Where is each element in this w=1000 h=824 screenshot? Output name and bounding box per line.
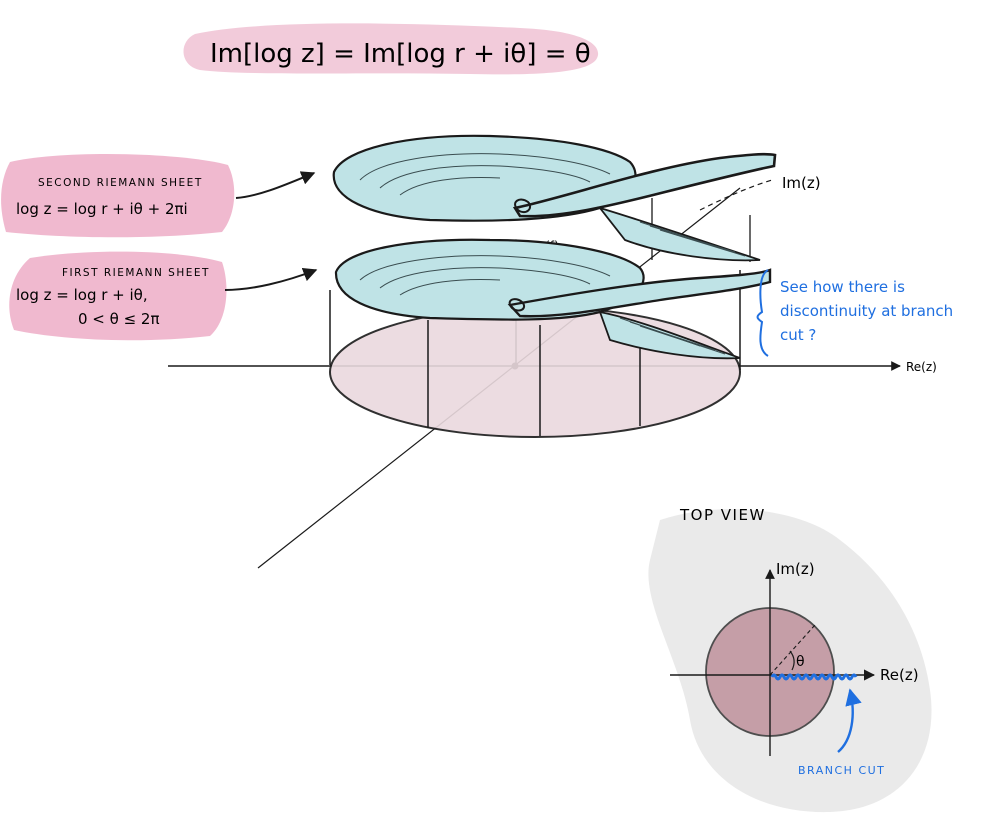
title-equation: Im[log z] = Im[log r + iθ] = θ — [210, 39, 591, 69]
im-z-axis-dashed — [699, 179, 773, 211]
first-sheet-contours — [359, 255, 726, 355]
title-highlight — [183, 23, 599, 75]
first-sheet-label: FIRST RIEMANN SHEET — [62, 267, 210, 279]
branch-cut-label: BRANCH CUT — [798, 764, 885, 777]
branch-cut-line — [770, 673, 858, 681]
top-view-re-label: Re(z) — [880, 666, 919, 684]
first-sheet-highlight — [9, 251, 227, 341]
top-view-theta: θ — [796, 654, 805, 670]
top-view-radius — [769, 624, 816, 676]
base-ellipse — [329, 306, 741, 438]
first-sheet-range: 0 < θ ≤ 2π — [78, 310, 160, 328]
second-sheet-arrow — [235, 171, 316, 199]
im-z-axis-label: Im(z) — [782, 174, 821, 192]
discontinuity-note: See how there is discontinuity at branch… — [756, 269, 953, 357]
title-group: Im[log z] = Im[log r + iθ] = θ — [183, 23, 599, 75]
note-line-2: discontinuity at branch — [780, 302, 953, 320]
note-line-1: See how there is — [780, 278, 905, 296]
second-sheet-contours — [359, 153, 746, 257]
second-sheet-label: SECOND RIEMANN SHEET — [38, 177, 203, 189]
top-view-im-label: Im(z) — [776, 560, 815, 578]
first-sheet-label-group: FIRST RIEMANN SHEET log z = log r + iθ, … — [9, 251, 227, 341]
second-sheet-underside — [597, 206, 761, 262]
first-sheet-spiral-center — [508, 298, 526, 312]
re-z-axis-label: Re(z) — [906, 360, 937, 374]
second-riemann-sheet — [332, 134, 777, 262]
first-sheet-formula: log z = log r + iθ, — [16, 286, 148, 304]
second-sheet-label-group: SECOND RIEMANN SHEET log z = log r + iθ … — [1, 154, 235, 238]
note-bracket — [756, 269, 769, 357]
second-sheet-ramp — [512, 152, 777, 218]
branch-cut-arrow — [837, 688, 862, 753]
second-sheet-highlight — [1, 154, 235, 238]
first-sheet-arrow — [224, 268, 318, 291]
second-sheet-formula: log z = log r + iθ + 2πi — [16, 200, 188, 218]
second-sheet-spiral-center — [514, 198, 532, 214]
top-view-title: TOP VIEW — [679, 506, 766, 524]
first-riemann-sheet — [334, 238, 772, 360]
note-line-3: cut ? — [780, 326, 816, 344]
top-view-angle-arc — [789, 650, 795, 671]
first-sheet-ramp — [507, 268, 772, 318]
top-view: TOP VIEW Re(z) Im(z) θ BRANCH CUT — [648, 506, 932, 813]
